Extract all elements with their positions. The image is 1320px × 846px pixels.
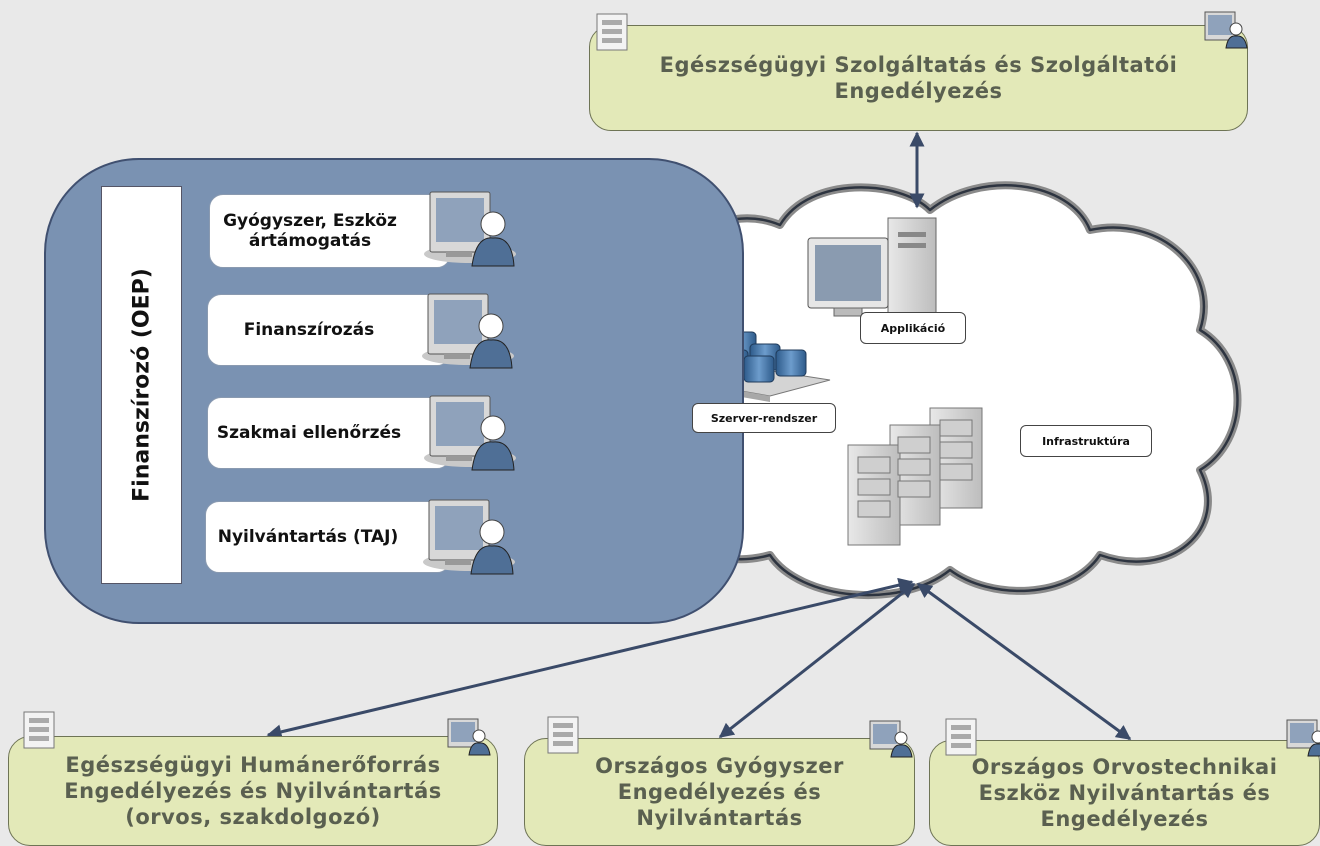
ext-box-gyogyszer[interactable]: Országos Gyógyszer Engedélyezés és Nyilv… — [524, 738, 915, 846]
ext-box-label: Országos Gyógyszer Engedélyezés és Nyilv… — [595, 754, 844, 830]
role-label: Szakmai ellenőrzés — [216, 423, 402, 443]
role-box-artamogatas[interactable]: Gyógyszer, Eszköz ártámogatás — [209, 194, 451, 268]
infrastructure-label: Infrastruktúra — [1020, 425, 1152, 457]
arrow-gyogyszer — [718, 582, 916, 739]
role-box-szakmai-ellenorzes[interactable]: Szakmai ellenőrzés — [207, 397, 451, 469]
role-label: Nyilvántartás (TAJ) — [217, 527, 399, 547]
role-box-finanszirozas[interactable]: Finanszírozás — [207, 294, 451, 366]
ext-box-label: Egészségügyi Szolgáltatás és Szolgáltató… — [659, 53, 1178, 103]
financer-title-bar: Finanszírozó (OEP) — [101, 186, 182, 584]
ext-box-humaneroforras[interactable]: Egészségügyi Humánerőforrás Engedélyezés… — [8, 736, 498, 846]
role-label: Finanszírozás — [243, 320, 375, 340]
role-label: Gyógyszer, Eszköz ártámogatás — [223, 211, 397, 251]
ext-box-label: Országos Orvostechnikai Eszköz Nyilvánta… — [971, 755, 1278, 831]
application-label: Applikáció — [860, 312, 966, 344]
role-box-nyilvantartas[interactable]: Nyilvántartás (TAJ) — [205, 501, 451, 573]
financer-title: Finanszírozó (OEP) — [129, 268, 154, 502]
ext-box-orvostechnikai[interactable]: Országos Orvostechnikai Eszköz Nyilvánta… — [929, 740, 1320, 846]
arrow-orvostech — [916, 582, 1132, 741]
application-computer-icon — [807, 217, 937, 317]
server-system-label: Szerver-rendszer — [692, 403, 836, 433]
ext-box-egeszsegugyi-szolgaltatas[interactable]: Egészségügyi Szolgáltatás és Szolgáltató… — [589, 25, 1248, 131]
ext-box-label: Egészségügyi Humánerőforrás Engedélyezés… — [64, 753, 442, 829]
server-racks-icon — [847, 407, 983, 546]
